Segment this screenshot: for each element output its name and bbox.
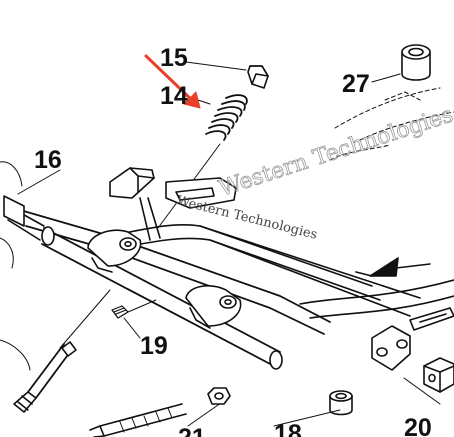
pivot-boss-left: [87, 229, 142, 273]
callout-19: 19: [140, 332, 168, 360]
spring-14: [205, 94, 248, 141]
watermark-large: Western Technologies: [216, 102, 454, 201]
pin-assembly: [13, 341, 77, 413]
callout-18: 18: [274, 420, 302, 437]
upper-bracket: [109, 167, 237, 209]
pointer-arrow: [144, 54, 201, 109]
outer-bracket: [371, 307, 454, 371]
direction-marker: [355, 257, 431, 277]
a-arm-frame: [19, 197, 454, 335]
bushing-27: [401, 44, 431, 81]
callout-15: 15: [160, 44, 188, 72]
block-20: [423, 357, 454, 393]
body-panel-outline: [329, 87, 454, 161]
long-bolt: [89, 403, 187, 437]
bushing-18: [329, 390, 353, 416]
callout-16: 16: [34, 146, 62, 174]
watermark-small: Western Technologies: [175, 193, 319, 242]
callout-27: 27: [342, 70, 370, 98]
pivot-boss-right: [185, 285, 242, 329]
callout-14: 14: [160, 82, 188, 110]
cap-nut-15: [247, 65, 269, 89]
nut-21: [207, 387, 231, 405]
callout-20: 20: [404, 414, 432, 437]
leader-lines: [17, 61, 441, 427]
set-screw-19: [111, 305, 129, 319]
cross-shaft: [3, 195, 283, 370]
callout-21: 21: [178, 424, 206, 437]
cropped-outline-left: [0, 161, 31, 371]
